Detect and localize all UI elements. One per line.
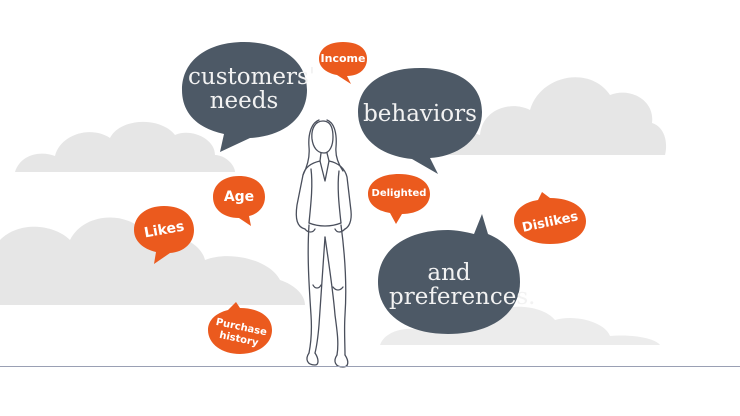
speech-bubble-shape <box>358 68 482 174</box>
speech-bubble-customers-needs: customers' needs <box>180 40 316 152</box>
speech-bubble-age: Age <box>211 174 267 226</box>
cloud-bottom-left <box>0 217 305 305</box>
bubble-text-and-preferences: and preferences. <box>389 259 536 310</box>
speech-bubble-behaviors: behaviors <box>356 66 484 174</box>
cloud-right <box>445 77 667 155</box>
ground-line <box>0 366 740 367</box>
speech-bubble-shape <box>378 214 520 334</box>
speech-bubble-likes: Likes <box>132 204 196 264</box>
bubble-text-delighted: Delighted <box>371 188 427 200</box>
speech-bubble-shape <box>213 176 265 226</box>
speech-bubble-dislikes: Dislikes <box>512 190 588 248</box>
bubble-text-age: Age <box>223 188 255 205</box>
bubble-text-income: Income <box>320 51 366 65</box>
speech-bubble-shape <box>208 302 272 354</box>
speech-bubble-shape <box>514 192 586 244</box>
speech-bubble-shape <box>182 42 307 152</box>
bubble-text-customers-needs: customers' needs <box>188 63 316 114</box>
speech-bubble-shape <box>319 42 367 84</box>
speech-bubble-and-preferences: and preferences. <box>376 212 536 336</box>
speech-bubble-purchase-history: Purchase history <box>206 302 274 360</box>
bubble-text-behaviors: behaviors <box>363 100 477 127</box>
cloud-left <box>15 121 235 172</box>
speech-bubble-income: Income <box>317 40 369 84</box>
woman-figure-illustration <box>295 119 352 368</box>
speech-bubble-shape <box>368 174 430 224</box>
speech-bubble-delighted: Delighted <box>366 172 432 224</box>
speech-bubble-shape <box>134 206 194 264</box>
